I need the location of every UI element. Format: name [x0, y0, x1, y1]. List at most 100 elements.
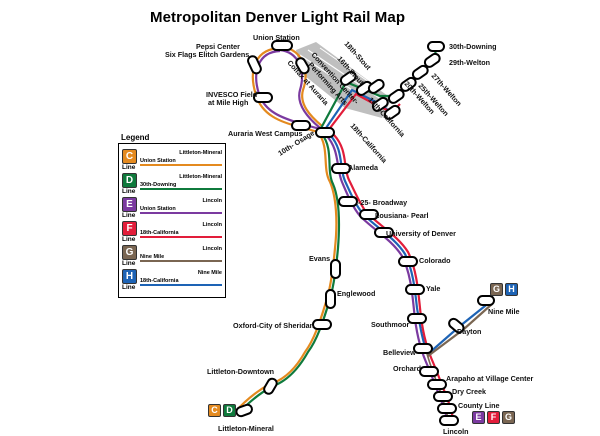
station-marker-nine-mile[interactable]: [477, 295, 495, 306]
legend-color-bar: [140, 188, 222, 190]
station-marker-southmoor[interactable]: [407, 313, 427, 324]
station-marker-20th-welton[interactable]: [387, 88, 405, 105]
station-marker-10th-osage[interactable]: [315, 127, 335, 138]
station-marker-evans[interactable]: [330, 259, 341, 279]
legend: C Line Littleton-Mineral Union Station D…: [118, 143, 226, 298]
legend-from: 30th-Downing: [140, 182, 177, 188]
station-marker-colorado[interactable]: [398, 256, 418, 267]
label-louisiana-pearl: Lousiana- Pearl: [375, 211, 429, 220]
station-marker-county-line[interactable]: [437, 403, 457, 414]
station-marker-oxford[interactable]: [312, 319, 332, 330]
legend-item-c: C Line Littleton-Mineral Union Station: [122, 149, 224, 173]
station-marker-arapahoe[interactable]: [427, 379, 447, 390]
terminal-badges-mineral: C D: [208, 404, 236, 417]
label-30th-downing: 30th-Downing: [449, 42, 497, 51]
station-marker-dayton[interactable]: [447, 317, 465, 334]
station-marker-littleton-downtown[interactable]: [263, 377, 279, 395]
legend-line-word: Line: [122, 164, 136, 171]
label-dry-creek: Dry Creek: [452, 387, 486, 396]
label-orchard: Orchard: [393, 364, 421, 373]
legend-item-f: F Line Lincoln 18th-California: [122, 221, 224, 245]
legend-item-e: E Line Lincoln Union Station: [122, 197, 224, 221]
station-marker-lincoln[interactable]: [439, 415, 459, 426]
badge-c: C: [208, 404, 221, 417]
legend-from: Union Station: [140, 206, 176, 212]
label-pepsi-center: Pepsi Center: [196, 42, 240, 51]
station-marker-18th-ca[interactable]: [383, 104, 401, 121]
legend-badge-c: C: [122, 149, 137, 164]
legend-title: Legend: [121, 133, 150, 142]
station-marker-i25[interactable]: [338, 196, 358, 207]
label-mile-high: at Mile High: [208, 98, 248, 107]
route-c-north: [282, 45, 323, 127]
station-marker-du[interactable]: [374, 227, 394, 238]
station-markers: [235, 40, 495, 426]
legend-badge-f: F: [122, 221, 137, 236]
legend-line-word: Line: [122, 236, 136, 243]
legend-line-word: Line: [122, 284, 136, 291]
terminal-badges-lincoln: E F G: [472, 411, 515, 424]
label-arapahoe: Arapaho at Village Center: [446, 374, 534, 383]
station-marker-orchard[interactable]: [419, 366, 439, 377]
label-invesco: INVESCO Field: [206, 90, 257, 99]
badge-e: E: [472, 411, 485, 424]
station-marker-belleview[interactable]: [413, 343, 433, 354]
label-littleton-downtown: Littleton-Downtown: [207, 367, 274, 376]
legend-item-g: G Line Lincoln Nine Mile: [122, 245, 224, 269]
legend-item-d: D Line Littleton-Mineral 30th-Downing: [122, 173, 224, 197]
badge-d: D: [223, 404, 236, 417]
station-marker-25th-welton[interactable]: [399, 76, 417, 93]
legend-from: Nine Mile: [140, 254, 165, 260]
label-southmoor: Southmoor: [371, 320, 410, 329]
label-university-denver: University of Denver: [386, 229, 456, 238]
station-marker-auraria-west[interactable]: [291, 120, 311, 131]
station-marker-30th-downing[interactable]: [427, 41, 445, 52]
legend-to: Littleton-Mineral: [179, 150, 222, 156]
map-title: Metropolitan Denver Light Rail Map: [150, 9, 406, 26]
station-marker-alameda[interactable]: [331, 163, 351, 174]
label-lincoln: Lincoln: [443, 427, 469, 436]
station-marker-littleton-mineral[interactable]: [235, 403, 253, 418]
station-marker-pepsi[interactable]: [247, 55, 263, 75]
label-colorado: Colorado: [419, 256, 451, 265]
legend-from: 18th-California: [140, 230, 179, 236]
label-evans: Evans: [309, 254, 330, 263]
badge-g: G: [502, 411, 515, 424]
route-e-main: [325, 134, 449, 419]
legend-color-bar: [140, 212, 222, 214]
station-marker-27th-welton[interactable]: [411, 64, 429, 81]
label-alameda: Alameda: [348, 163, 379, 172]
label-englewood: Englewood: [337, 289, 375, 298]
label-six-flags: Six Flags Elitch Gardens: [165, 50, 249, 59]
legend-to: Lincoln: [202, 246, 222, 252]
label-county-line: County Line: [458, 401, 500, 410]
legend-badge-g: G: [122, 245, 137, 260]
station-marker-union[interactable]: [271, 40, 293, 51]
station-marker-louisiana[interactable]: [359, 209, 379, 220]
label-i25-broadway: I-25- Broadway: [356, 198, 407, 207]
label-18th-california: 18th-California: [349, 121, 390, 165]
legend-color-bar: [140, 284, 222, 286]
station-marker-dry-creek[interactable]: [433, 391, 453, 402]
station-marker-colfax[interactable]: [295, 57, 311, 75]
legend-item-h: H Line Nine Mile 18th-California: [122, 269, 224, 293]
legend-badge-e: E: [122, 197, 137, 212]
legend-line-word: Line: [122, 188, 136, 195]
label-yale: Yale: [426, 284, 440, 293]
station-marker-convention[interactable]: [339, 70, 357, 87]
legend-to: Nine Mile: [197, 270, 222, 276]
label-29th-welton: 29th-Welton: [449, 58, 490, 67]
legend-to: Littleton-Mineral: [179, 174, 222, 180]
badge-g: G: [490, 283, 503, 296]
station-marker-16th-ca[interactable]: [371, 96, 389, 113]
station-marker-yale[interactable]: [405, 284, 425, 295]
station-marker-invesco[interactable]: [253, 92, 273, 103]
station-marker-englewood[interactable]: [325, 289, 336, 309]
legend-to: Lincoln: [202, 198, 222, 204]
station-marker-29th-welton[interactable]: [423, 52, 441, 69]
label-littleton-mineral: Littleton-Mineral: [218, 424, 274, 433]
legend-line-word: Line: [122, 212, 136, 219]
legend-badge-h: H: [122, 269, 137, 284]
station-marker-18th-stout[interactable]: [367, 78, 385, 95]
